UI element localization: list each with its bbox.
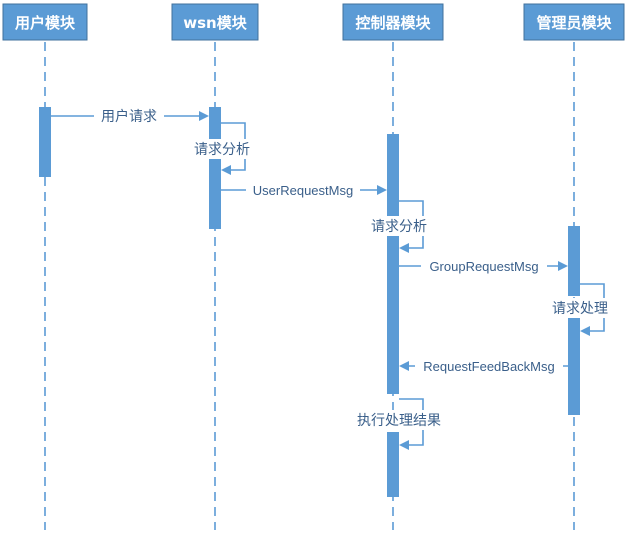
message-label-controller-execute: 执行处理结果 (357, 413, 441, 429)
message-label-request-feedback-msg: RequestFeedBackMsg (423, 359, 555, 374)
arrowhead-icon (377, 185, 387, 195)
activation-wsn-2 (209, 158, 221, 229)
message-user-request-msg: UserRequestMsg (221, 181, 387, 199)
message-wsn-analysis: 请求分析 (188, 122, 256, 175)
activation-controller-3 (387, 432, 399, 497)
arrowhead-icon (399, 440, 409, 450)
message-label-admin-processing: 请求处理 (552, 301, 608, 317)
lifeline-header-user: 用户模块 (2, 3, 88, 41)
activation-wsn-1 (209, 107, 221, 139)
message-label-wsn-analysis: 请求分析 (194, 142, 250, 158)
message-controller-analysis: 请求分析 (365, 200, 433, 253)
message-user-request: 用户请求 (51, 106, 209, 126)
message-label-group-request-msg: GroupRequestMsg (429, 259, 538, 274)
lifeline-title-admin: 管理员模块 (536, 14, 612, 32)
arrowhead-icon (199, 111, 209, 121)
lifeline-header-wsn: wsn模块 (171, 3, 259, 41)
activation-admin-2 (568, 318, 580, 415)
activation-controller-1 (387, 134, 399, 216)
activation-controller-2 (387, 236, 399, 394)
activation-admin-1 (568, 226, 580, 296)
message-request-feedback-msg: RequestFeedBackMsg (399, 357, 568, 375)
lifeline-header-admin: 管理员模块 (523, 3, 625, 41)
lifeline-title-wsn: wsn模块 (183, 14, 247, 32)
arrowhead-icon (580, 326, 590, 336)
message-controller-execute: 执行处理结果 (350, 398, 448, 450)
message-admin-processing: 请求处理 (546, 283, 614, 336)
lifeline-header-controller: 控制器模块 (342, 3, 444, 41)
arrowhead-icon (399, 361, 409, 371)
lifeline-title-user: 用户模块 (15, 14, 76, 32)
arrowhead-icon (399, 243, 409, 253)
arrowhead-icon (558, 261, 568, 271)
message-group-request-msg: GroupRequestMsg (399, 257, 568, 275)
message-label-controller-analysis: 请求分析 (371, 219, 427, 235)
message-label-user-request-msg: UserRequestMsg (253, 183, 353, 198)
lifeline-title-controller: 控制器模块 (355, 14, 431, 32)
activation-user (39, 107, 51, 177)
message-label-user-request: 用户请求 (101, 108, 157, 125)
arrowhead-icon (221, 165, 231, 175)
